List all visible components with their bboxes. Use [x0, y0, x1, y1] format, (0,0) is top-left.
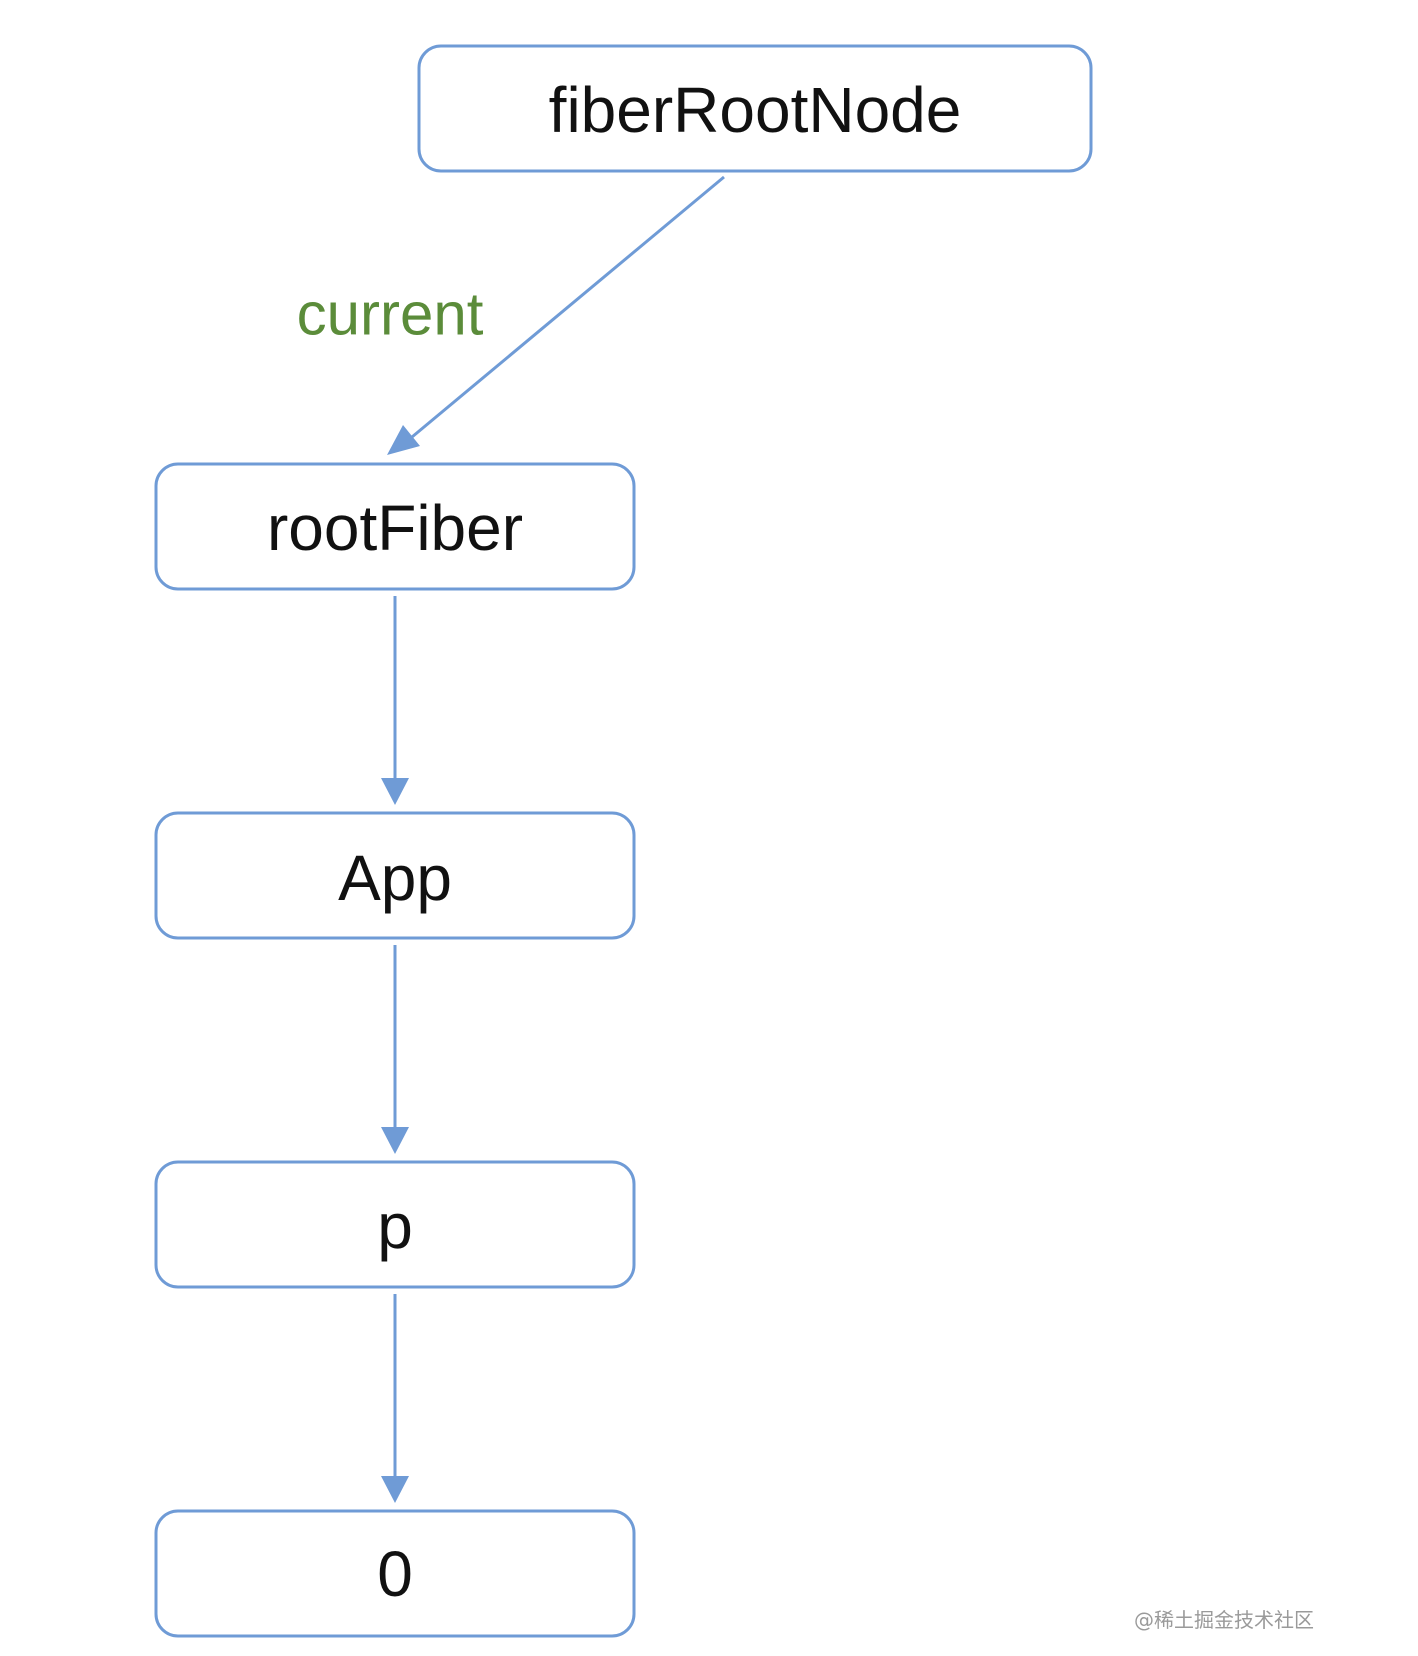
- watermark-text: @稀土掘金技术社区: [1134, 1608, 1314, 1632]
- node-app-label: App: [338, 842, 452, 914]
- edge-app-p-arrowhead: [381, 1127, 409, 1154]
- node-fiberrootnode-label: fiberRootNode: [549, 74, 962, 146]
- node-rootfiber-box: [154, 462, 636, 591]
- node-fiberrootnode-box: [417, 44, 1093, 173]
- edge-p-text0: [381, 1294, 409, 1503]
- node-rootfiber: rootFiber: [154, 462, 636, 591]
- edge-p-text0-arrowhead: [381, 1476, 409, 1503]
- node-rootfiber-label: rootFiber: [267, 492, 523, 564]
- edge-rootfiber-app: [381, 596, 409, 805]
- edge-current-line: [411, 175, 725, 439]
- node-app: App: [154, 811, 636, 940]
- node-p-box: [154, 1160, 636, 1289]
- edge-current: current: [297, 175, 725, 455]
- node-text0-box: [154, 1509, 636, 1638]
- node-app-box: [154, 811, 636, 940]
- node-text0: 0: [154, 1509, 636, 1638]
- node-text0-label: 0: [377, 1538, 413, 1610]
- node-p: p: [154, 1160, 636, 1289]
- edge-app-p: [381, 945, 409, 1154]
- edge-rootfiber-app-arrowhead: [381, 778, 409, 805]
- edge-current-arrowhead: [387, 425, 420, 455]
- node-fiberrootnode: fiberRootNode: [417, 44, 1093, 173]
- node-p-label: p: [377, 1190, 413, 1262]
- edge-current-label: current: [297, 281, 484, 348]
